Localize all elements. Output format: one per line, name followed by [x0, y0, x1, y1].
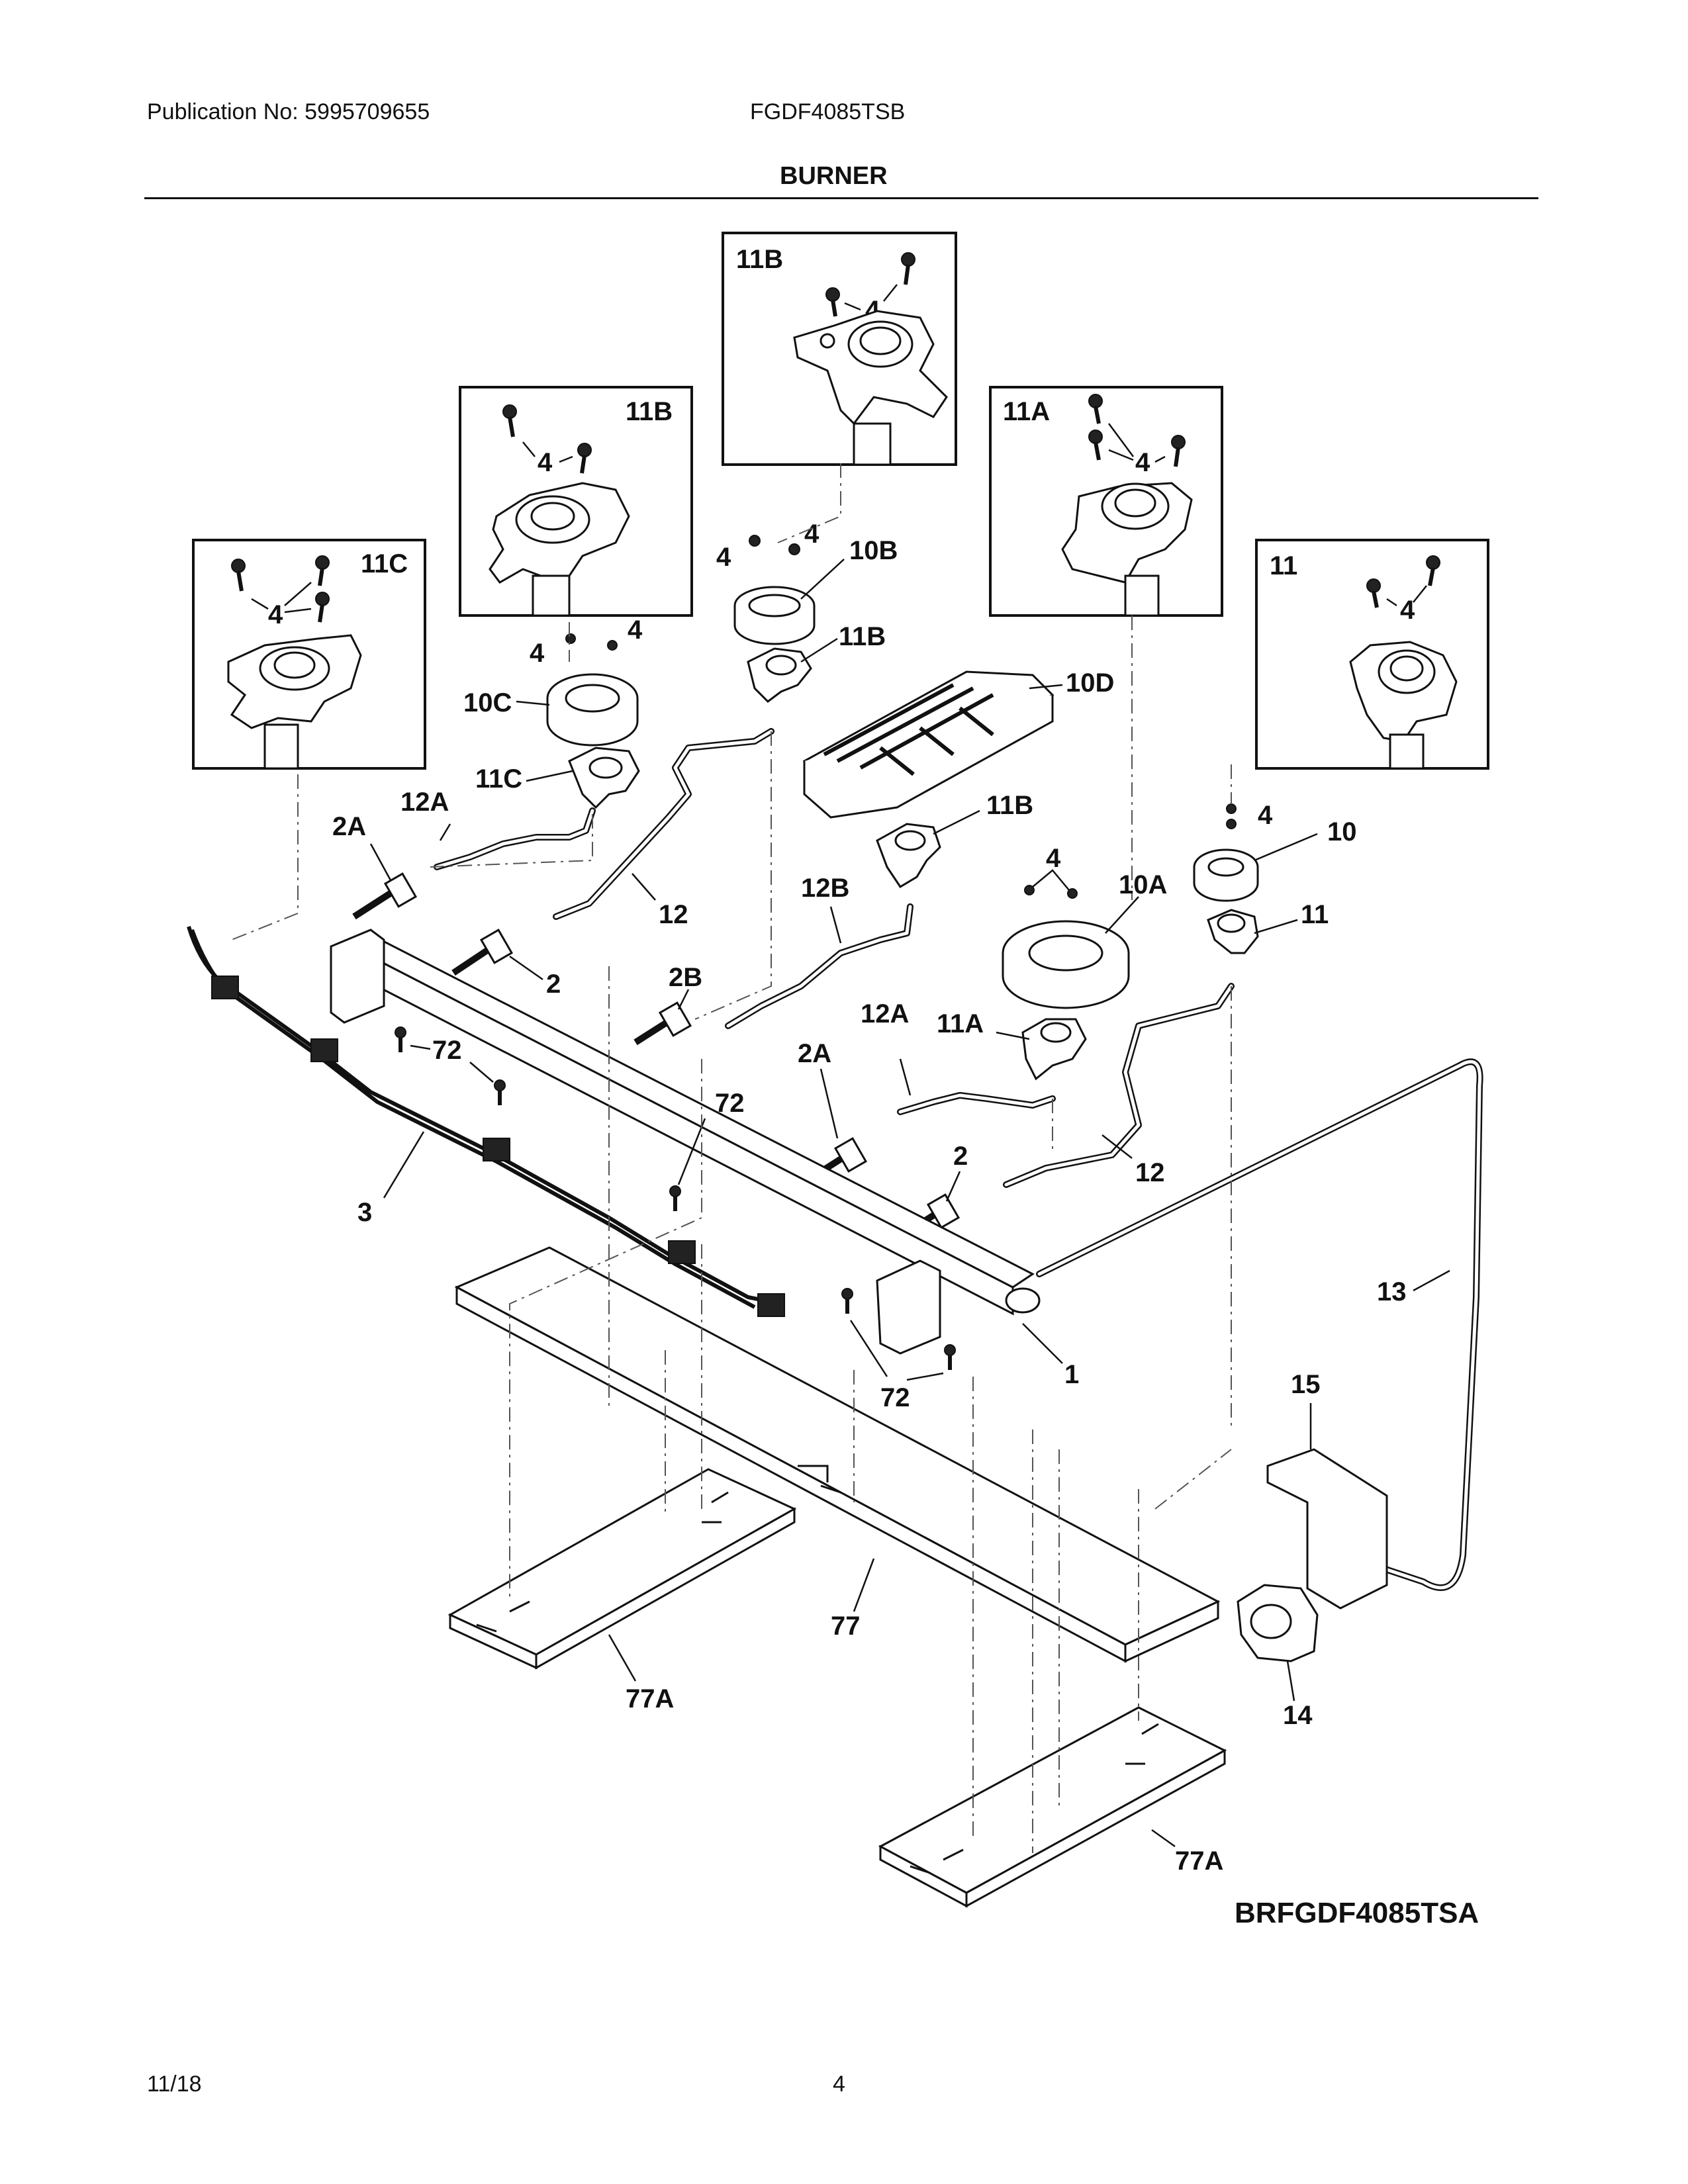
inset-11: 11 4 [1255, 539, 1489, 770]
tube-12a-label: 12A [400, 788, 449, 817]
tube-12-label: 12 [659, 900, 688, 929]
base-11b-callout: 11B [839, 622, 886, 651]
burner-base-11b-2: 11B [876, 791, 1033, 889]
screw-4-callout: 4 [1135, 448, 1150, 477]
screw-72-callout: 72 [432, 1036, 462, 1065]
inset-11c-label: 11C [361, 549, 408, 578]
bracket-15-callout: 15 [1291, 1370, 1321, 1399]
burner-base-icon [1349, 641, 1458, 770]
base-11b-2-callout: 11B [986, 791, 1033, 820]
tube-12-label-2: 12 [1135, 1158, 1165, 1187]
base-11a-callout: 11A [937, 1009, 984, 1038]
regulator-14-callout: 14 [1283, 1701, 1313, 1730]
cap-10c-callout: 10C [463, 688, 512, 717]
valve-2a-callout: 2A [332, 812, 366, 841]
cap-10d-callout: 10D [1066, 668, 1114, 698]
cap-10-callout: 10 [1327, 817, 1357, 846]
tube-12b-label: 12B [801, 874, 849, 903]
bracket-77a: 77A [447, 1468, 797, 1713]
inset-11b-left: 11B 4 [459, 386, 693, 617]
header-divider [144, 197, 1538, 199]
screw-4-callout: 4 [804, 520, 820, 549]
screw-4-callout: 4 [1046, 844, 1061, 873]
burner-base-icon [1061, 482, 1193, 617]
bracket-77a-callout: 77A [626, 1684, 674, 1713]
shield-77-callout: 77 [831, 1612, 861, 1641]
regulator-bracket-15: 15 [1266, 1370, 1388, 1610]
screw-4-callout: 4 [628, 615, 643, 645]
burner-base-11a: 11A [937, 1009, 1087, 1081]
bracket-77a-2: 77A [878, 1706, 1227, 1908]
valve-2a-2-callout: 2A [798, 1039, 831, 1068]
burner-base-icon [489, 482, 630, 617]
cap-10b-callout: 10B [849, 536, 898, 565]
cap-10a-callout: 10A [1119, 870, 1167, 899]
valve-2a: 2A [332, 812, 418, 920]
screw-72-3-callout: 72 [880, 1383, 910, 1412]
inset-11a: 11A 4 [989, 386, 1223, 617]
griddle-burner-10d: 10D [802, 668, 1114, 819]
inset-11b-top-label: 11B [736, 245, 783, 274]
publication-number: Publication No: 5995709655 [147, 99, 430, 124]
base-11c-callout: 11C [475, 764, 522, 794]
inset-11a-label: 11A [1003, 397, 1050, 426]
burner-base-icon [227, 634, 362, 770]
tube-13-label: 13 [1377, 1277, 1407, 1306]
valve-2b: 2B [633, 963, 702, 1046]
tube-12a-label-2: 12A [861, 999, 909, 1028]
screw-4-callout: 4 [716, 543, 731, 572]
burner-base-11: 11 [1207, 900, 1329, 954]
base-11-callout: 11 [1301, 900, 1329, 929]
bracket-77a-2-callout: 77A [1175, 1846, 1223, 1876]
screws-72: 72 72 72 [395, 1026, 956, 1412]
screw-4-callout: 4 [1400, 596, 1415, 625]
burner-cap-10b: 4 4 10B [716, 520, 898, 645]
model-number: FGDF4085TSB [750, 99, 906, 124]
manifold-1-callout: 1 [1064, 1360, 1079, 1389]
valve-2a-2: 2A [798, 1039, 868, 1181]
burner-cap-10: 4 10 [1193, 801, 1357, 902]
burner-base-11b: 11B [747, 622, 886, 703]
inset-11b-left-label: 11B [626, 397, 673, 426]
burner-base-11c: 11C [475, 747, 640, 809]
burner-base-icon [793, 310, 948, 466]
screw-4-callout: 4 [1258, 801, 1273, 830]
regulator-14: 14 [1237, 1584, 1319, 1730]
page-number: 4 [833, 2071, 845, 2097]
alignment-lines [231, 463, 1232, 1853]
valve-2b-callout: 2B [669, 963, 702, 992]
manifold-1: 1 [330, 929, 1079, 1389]
heat-shield-77: 77 [454, 1246, 1221, 1663]
valve-2-callout: 2 [546, 970, 561, 999]
screw-4-callout: 4 [538, 448, 553, 477]
inset-11c: 11C 4 [192, 539, 426, 770]
screw-4-callout: 4 [268, 600, 283, 629]
inset-11b-top: 11B 4 [722, 232, 957, 466]
section-title: BURNER [780, 162, 888, 190]
screw-icon [825, 252, 915, 317]
screw-72-2-callout: 72 [715, 1089, 745, 1118]
burner-cap-10c: 4 4 10C [463, 615, 643, 747]
diagram-code: BRFGDF4085TSA [1235, 1897, 1479, 1929]
wire-harness-3: 3 [187, 926, 785, 1317]
valve-2: 2 [451, 929, 561, 999]
screw-4-callout: 4 [530, 639, 545, 668]
gas-tubes [434, 728, 1483, 1591]
inset-11-label: 11 [1270, 551, 1297, 580]
burner-cap-10a: 4 10A [1002, 844, 1167, 1009]
footer-date: 11/18 [147, 2071, 202, 2097]
valve-2-2-callout: 2 [953, 1142, 968, 1171]
harness-3-callout: 3 [357, 1198, 372, 1227]
